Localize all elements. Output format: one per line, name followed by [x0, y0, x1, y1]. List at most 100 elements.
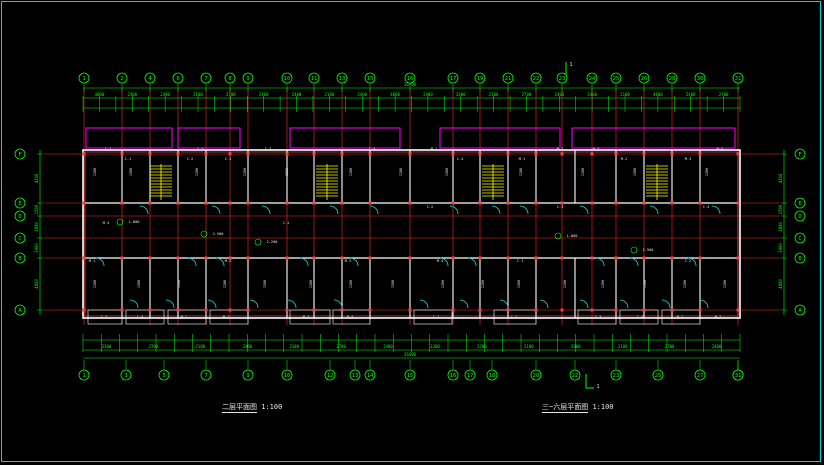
area-marker	[630, 246, 638, 254]
axis-bubble-bottom-circle	[200, 369, 212, 381]
axis-bubble-top-circle	[242, 72, 254, 84]
axis-bubble-top-circle	[172, 72, 184, 84]
stair	[316, 164, 338, 200]
axis-bubble-top-circle	[732, 72, 744, 84]
door-swing	[459, 299, 469, 309]
column	[560, 308, 564, 312]
door-swing	[499, 299, 509, 309]
balcony-bottom	[167, 309, 207, 325]
area-marker	[116, 218, 124, 226]
window-label: M-2	[621, 157, 628, 161]
dim-bottom-value: 2100	[289, 344, 299, 349]
axis-bubble-top-circle	[530, 72, 542, 84]
column	[120, 308, 124, 312]
axis-bubble-top-circle	[116, 72, 128, 84]
column	[148, 152, 152, 156]
dim-top-value: 2400	[456, 92, 466, 97]
column	[120, 152, 124, 156]
column	[228, 308, 232, 312]
axis-bubble-bottom-circle	[364, 369, 376, 381]
column	[560, 201, 564, 205]
column	[368, 201, 372, 205]
column	[736, 308, 740, 312]
area-label: 1.800	[129, 220, 140, 224]
axis-bubble-top-circle	[308, 72, 320, 84]
axis-bubble-top: 19	[477, 76, 484, 82]
axis-bubble-bottom-circle	[694, 369, 706, 381]
axis-bubble-top: 15	[367, 76, 374, 82]
balcony-bottom	[289, 309, 331, 325]
door-swing	[699, 299, 709, 309]
dim-side-value: 3900	[34, 243, 39, 253]
column	[176, 201, 180, 205]
axis-bubble-top: 4	[148, 76, 152, 82]
room-dim: 1200	[223, 280, 227, 288]
dim-top-value: 2400	[160, 92, 170, 97]
column	[506, 152, 510, 156]
window-label: C-3	[265, 147, 272, 151]
column	[228, 256, 232, 260]
dim-side-value: 4800	[34, 279, 39, 289]
door-swing	[649, 205, 659, 215]
door-swing	[329, 205, 339, 215]
room-dim: 1200	[399, 168, 403, 176]
room-dim: 1200	[349, 280, 353, 288]
window-label: M-2	[223, 315, 230, 319]
dim-bottom-value: 2700	[149, 344, 159, 349]
caption-right-title: 三~六层平面图	[542, 403, 589, 413]
axis-bubble-bottom-circle	[324, 369, 336, 381]
dim-top-value: 2100	[620, 92, 630, 97]
axis-bubble-top: 6	[176, 76, 179, 82]
axis-bubble-bottom: 25	[655, 373, 662, 379]
column	[451, 308, 455, 312]
axis-bubble-top: 2	[120, 76, 123, 82]
area-label: 2.200	[267, 240, 278, 244]
door-swing	[491, 205, 501, 215]
stair	[646, 164, 668, 200]
column	[312, 308, 316, 312]
column	[120, 256, 124, 260]
axis-bubble-top: 7	[204, 76, 207, 82]
column	[228, 152, 232, 156]
column	[670, 308, 674, 312]
balcony-bottom	[332, 309, 371, 325]
axis-bubble-bottom: 23	[613, 373, 620, 379]
room-dim: 1500	[285, 168, 289, 176]
room-dim: 1500	[517, 280, 521, 288]
axis-bubble-left: B	[18, 256, 22, 262]
dim-top-value: 4800	[390, 92, 400, 97]
window-label: C-2	[511, 315, 518, 319]
window-label: C-3	[595, 315, 602, 319]
window-label: C-3	[557, 205, 564, 209]
dim-side-value: 1500	[778, 204, 783, 214]
area-marker	[200, 230, 208, 238]
outer-wall	[82, 149, 741, 319]
axis-bubble-bottom: 22	[572, 373, 579, 379]
dim-top-value: 2400	[686, 92, 696, 97]
door-swing	[539, 299, 549, 309]
axis-bubble-left-circle	[14, 232, 26, 244]
room-dim: 1200	[723, 280, 727, 288]
balcony-bottom	[493, 309, 537, 325]
dim-bottom-value: 2400	[383, 344, 393, 349]
column	[204, 308, 208, 312]
balcony-bottom	[87, 309, 123, 325]
window-label: M-1	[519, 157, 526, 161]
column	[246, 152, 250, 156]
column	[451, 256, 455, 260]
axis-bubble-right: C	[798, 236, 801, 242]
axis-bubble-bottom: 17	[467, 373, 474, 379]
axis-bubble-top: 25	[613, 76, 620, 82]
column	[368, 256, 372, 260]
axis-bubble-bottom-circle	[464, 369, 476, 381]
dim-bottom-value: 3300	[571, 344, 581, 349]
room-dim: 1500	[129, 168, 133, 176]
column	[590, 201, 594, 205]
axis-bubble-right: D	[798, 214, 801, 220]
window-label: C-1	[105, 147, 112, 151]
column	[148, 308, 152, 312]
door-swing	[299, 257, 309, 267]
axis-bubble-right-circle	[794, 252, 806, 264]
